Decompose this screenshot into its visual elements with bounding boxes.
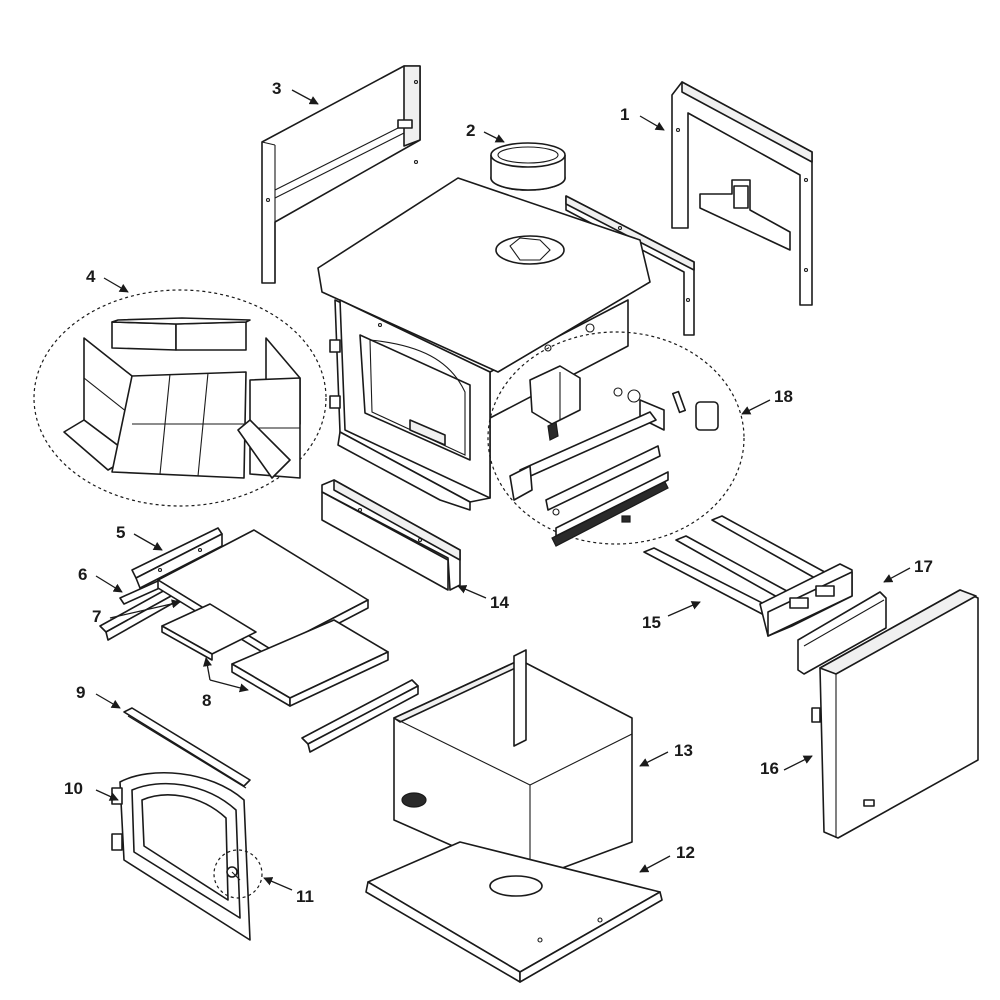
part-8-baffle-boards <box>161 603 389 707</box>
part-2-flue-collar <box>490 142 566 191</box>
callout-14: 14 <box>490 593 509 612</box>
part-14-channel-bracket <box>321 479 461 591</box>
part-12-floor-plate <box>365 841 663 983</box>
callout-17: 17 <box>914 557 933 576</box>
callout-13: 13 <box>674 741 693 760</box>
stove-body <box>317 177 651 511</box>
part-15-air-tubes <box>643 515 853 637</box>
part-4-firebrick-set <box>33 289 327 507</box>
callout-2: 2 <box>466 121 475 140</box>
part-16-side-panel <box>811 589 979 839</box>
callout-3: 3 <box>272 79 281 98</box>
callout-9: 9 <box>76 683 85 702</box>
leg-rail <box>301 679 419 753</box>
callout-16: 16 <box>760 759 779 778</box>
callout-12: 12 <box>676 843 695 862</box>
callout-11: 11 <box>296 887 314 906</box>
part-1-rear-heat-shield <box>671 81 813 306</box>
callout-8: 8 <box>202 691 211 710</box>
callout-7: 7 <box>92 607 101 626</box>
callout-5: 5 <box>116 523 125 542</box>
part-3-side-shield <box>261 65 421 284</box>
part-9-rod <box>123 707 251 789</box>
leader-lines <box>95 89 911 891</box>
part-10-door <box>111 772 263 941</box>
callout-4: 4 <box>86 267 96 286</box>
part-17-trim-strip <box>797 591 887 675</box>
part-6-rail <box>99 583 183 641</box>
part-13-pedestal <box>393 649 633 881</box>
part-5-bracket <box>131 527 223 589</box>
callout-6: 6 <box>78 565 87 584</box>
callout-1: 1 <box>620 105 629 124</box>
rear-mounting-panel <box>565 195 695 336</box>
part-18-air-control-assembly <box>487 331 745 547</box>
callout-18: 18 <box>774 387 793 406</box>
callout-10: 10 <box>64 779 83 798</box>
callout-15: 15 <box>642 613 661 632</box>
callout-labels: 1 2 3 4 5 6 7 8 9 10 11 12 13 14 15 16 1… <box>64 79 933 906</box>
